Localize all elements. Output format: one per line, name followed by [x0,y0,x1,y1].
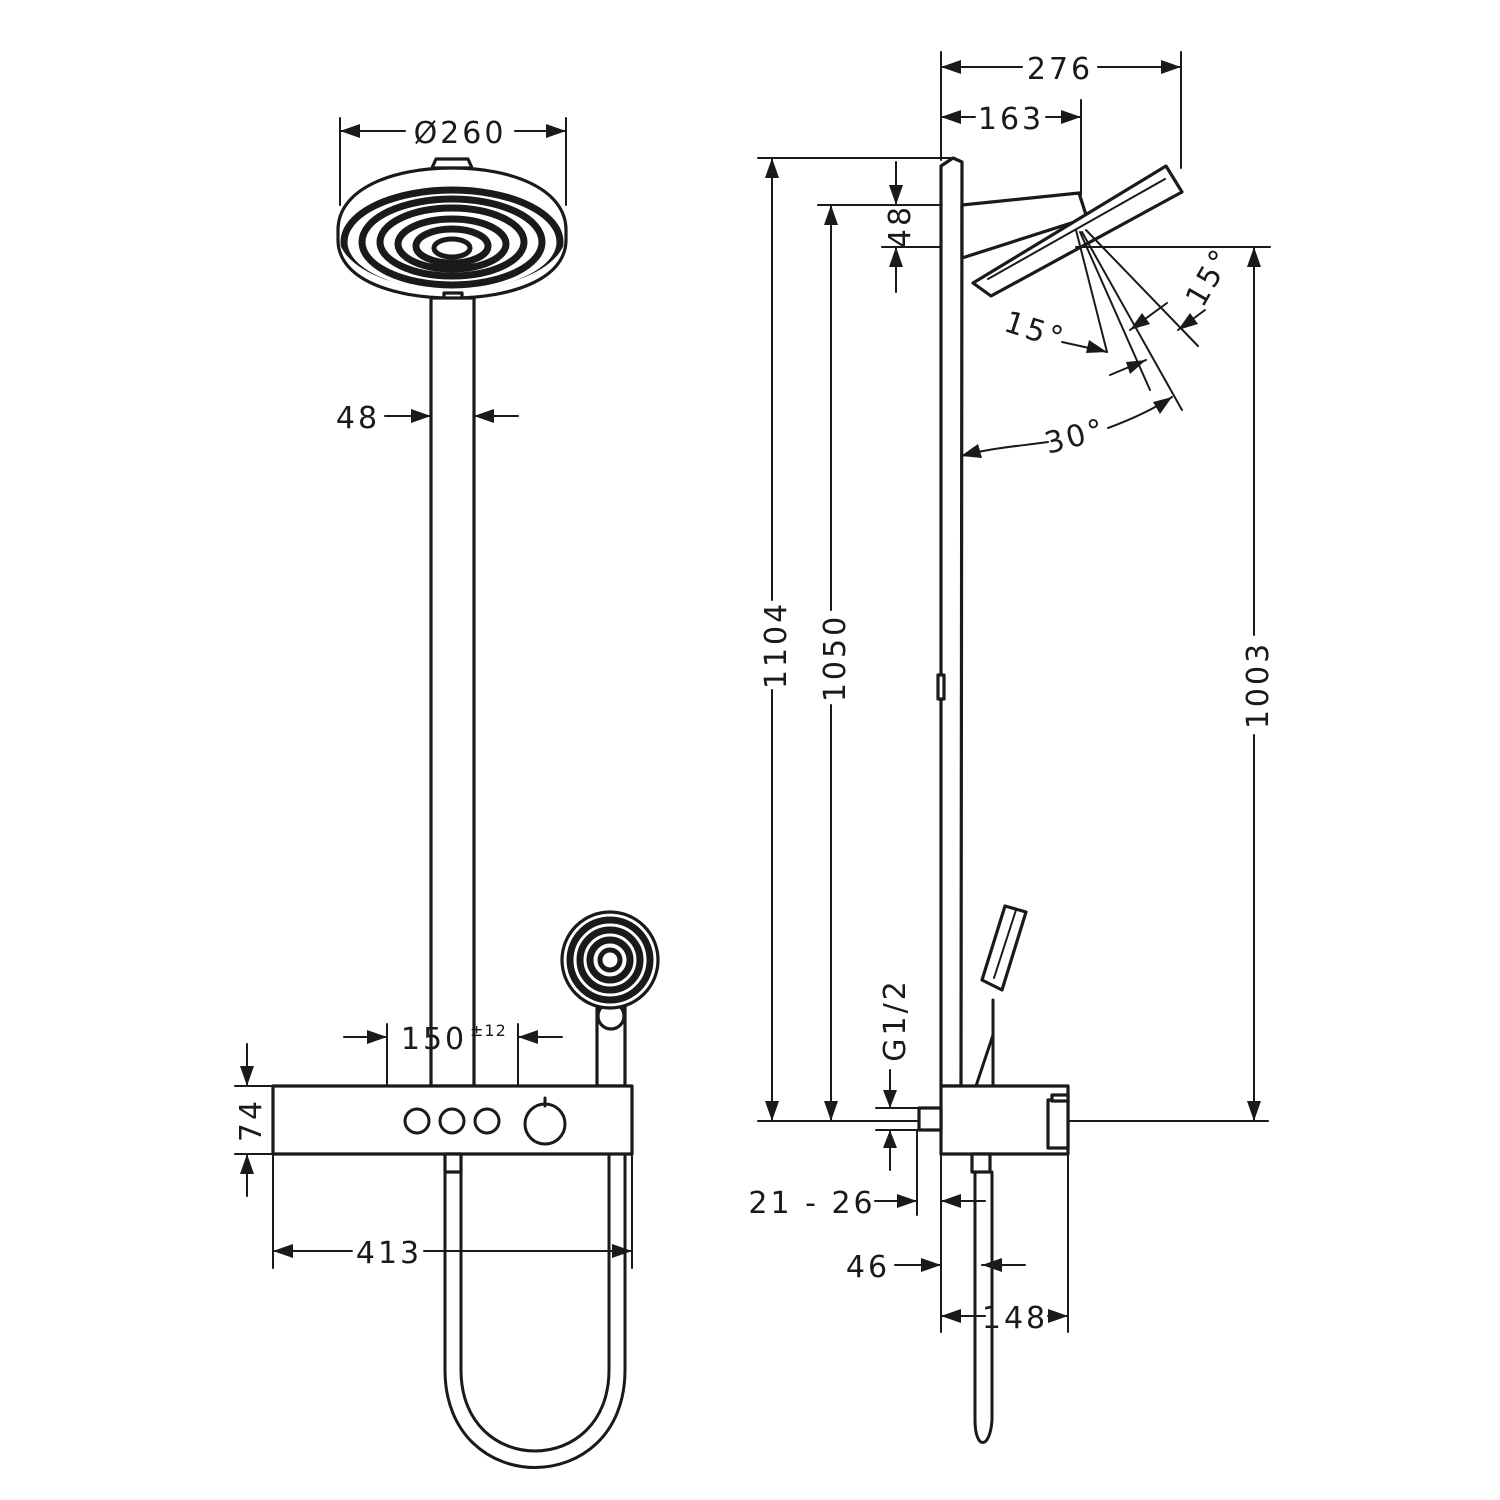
svg-text:74: 74 [234,1098,269,1142]
svg-text:413: 413 [356,1236,422,1271]
svg-text:1104: 1104 [759,601,794,689]
svg-text:1003: 1003 [1241,641,1276,729]
svg-text:148: 148 [982,1301,1048,1336]
dim-spacing: 150 ±12 [343,1021,563,1087]
hand-shower-front [560,910,660,1088]
dim-depth-arm: 163 [940,99,1082,196]
svg-text:163: 163 [978,102,1044,137]
hose-side [973,1170,994,1444]
svg-text:21 - 26: 21 - 26 [748,1186,875,1221]
svg-text:Ø260: Ø260 [414,116,507,151]
svg-text:±12: ±12 [470,1021,507,1040]
svg-text:46: 46 [846,1250,890,1285]
dim-height-total: 1104 [757,157,956,1122]
dim-height-head: 1003 [1067,246,1276,1122]
svg-text:48: 48 [336,401,380,436]
dim-hand-offset: 46 [846,1153,1026,1333]
tilt-angle-lines [1075,229,1271,411]
side-view: 276 163 48 15° [748,51,1276,1444]
dim-wall-range: 21 - 26 [748,1129,986,1221]
svg-text:30°: 30° [1041,412,1110,462]
thermostat-front [271,1084,634,1174]
shower-pipe-front [429,296,476,1088]
front-view: Ø260 48 150 ±12 [234,116,660,1469]
dim-head-diameter: Ø260 [339,116,567,206]
svg-text:150: 150 [401,1022,467,1057]
hose-front [443,1152,627,1469]
hand-shower-side [974,904,1028,1088]
dim-angle-up: 15° [1129,242,1240,331]
dim-thermostat-height: 74 [234,1043,274,1197]
dim-thermostat-width: 413 [272,1153,633,1271]
thermostat-side [917,1084,1070,1174]
svg-text:G1/2: G1/2 [878,978,913,1062]
dim-depth-total: 276 [940,51,1182,169]
svg-text:15°: 15° [1000,305,1070,358]
overhead-shower-head-front [336,157,568,302]
svg-text:276: 276 [1027,52,1093,87]
svg-text:1050: 1050 [818,614,853,702]
dim-angle-total: 30° [960,396,1173,462]
dim-angle-down: 15° [1000,305,1147,376]
dim-pipe-width: 48 [336,401,519,436]
dim-height-arm: 1050 [817,204,883,1122]
svg-text:48: 48 [883,204,918,248]
dim-body-depth: 148 [940,1153,1069,1336]
dim-connection: G1/2 [875,978,920,1171]
dim-head-offset: 48 [881,161,942,293]
svg-text:15°: 15° [1179,242,1240,313]
riser-rail-side [939,156,964,1088]
